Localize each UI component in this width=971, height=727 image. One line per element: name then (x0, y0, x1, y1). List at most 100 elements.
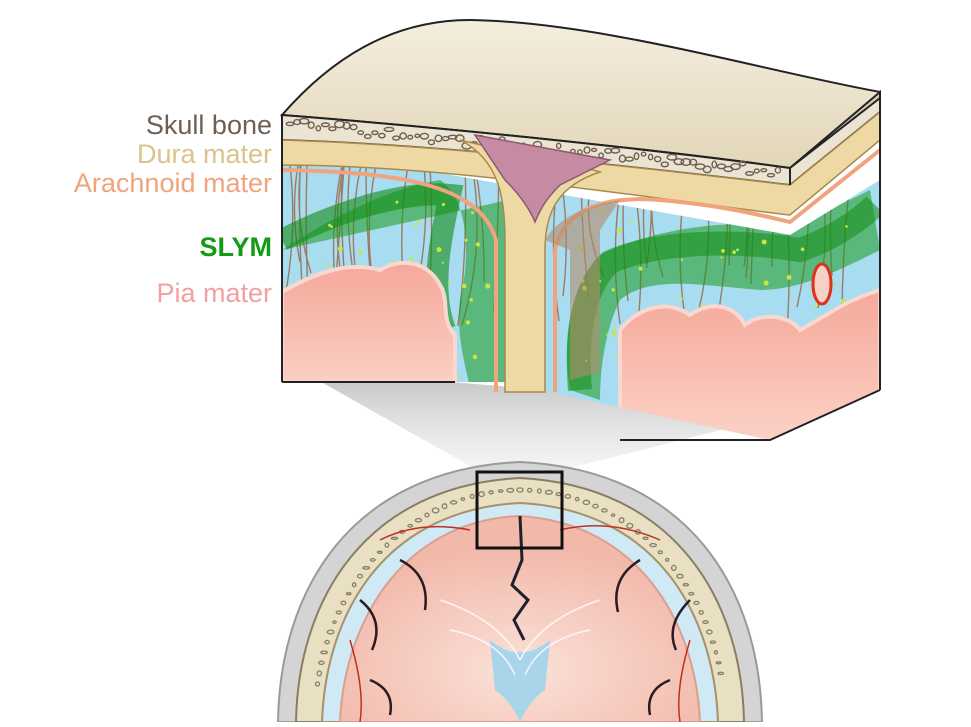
slym-speckle (475, 242, 481, 247)
skull-pore (414, 517, 423, 523)
slym-speckle (454, 319, 457, 322)
skull-pore (376, 550, 383, 554)
skull-pore (536, 488, 542, 494)
skull-pore (713, 650, 719, 655)
skull-pore (709, 640, 717, 644)
skull-pore (351, 582, 357, 588)
slym-speckle (606, 333, 609, 336)
skull-pore (516, 487, 524, 493)
slym-speckle (732, 250, 736, 254)
skull-pore (320, 650, 328, 655)
slym-speckle (328, 223, 332, 227)
bone-pore (610, 147, 621, 154)
skull-pore (424, 512, 430, 518)
skull-pore (564, 493, 572, 499)
slym-speckle (833, 282, 837, 285)
bone-pore (334, 120, 346, 129)
slym-speckle (441, 202, 445, 207)
skull-pore (326, 629, 335, 635)
bone-pore (660, 161, 670, 168)
skull-pore (390, 536, 399, 540)
skull-pore (676, 573, 684, 579)
skull-pore (601, 508, 608, 513)
bone-pore (680, 157, 692, 166)
slym-speckle (464, 238, 468, 242)
bone-pore (392, 135, 401, 141)
skull-pore (642, 536, 649, 541)
slym-speckle (461, 283, 467, 289)
bone-pore (647, 153, 654, 161)
bone-pore (673, 158, 685, 166)
slym-speckle (471, 211, 474, 215)
bone-pore (688, 158, 698, 166)
slym-speckle (786, 275, 792, 280)
skull-pore (657, 550, 663, 555)
trabecula-fibre (419, 164, 427, 273)
skull-pore (441, 503, 448, 510)
slym-speckle (395, 200, 399, 204)
slym-speckle (410, 257, 414, 261)
skull-pore (574, 496, 580, 502)
bone-pore (711, 160, 718, 169)
slym-speckle (337, 246, 343, 252)
bone-pore (583, 146, 591, 154)
slym-speckle (612, 333, 616, 338)
skull-pore (649, 542, 658, 548)
slym-speckle (680, 297, 683, 300)
meninges-block (279, 18, 882, 441)
slym-speckle (630, 220, 633, 224)
trabecula-fibre (293, 164, 301, 263)
skull-pore (706, 629, 713, 635)
skull-pore (335, 610, 342, 615)
skull-pore (332, 620, 337, 624)
bone-pore (454, 134, 465, 143)
skull-pore (702, 620, 709, 625)
bone-pore (774, 166, 782, 174)
skull-pore (431, 507, 440, 514)
skull-pore (526, 487, 533, 493)
slym-speckle (416, 220, 420, 224)
slym-speckle (441, 261, 444, 264)
bone-pore (738, 160, 747, 167)
head-cross-section (276, 460, 764, 723)
slym-speckle (436, 247, 442, 253)
skull-pore (688, 591, 695, 596)
skull-pore (488, 490, 494, 495)
skull-pore (717, 671, 725, 676)
bone-pore (407, 134, 414, 140)
bone-pore (357, 130, 365, 136)
bone-pore (744, 170, 755, 176)
slym-speckle (326, 263, 330, 267)
skull-pore (356, 573, 364, 579)
slym-speckle (611, 328, 617, 333)
bone-pore (383, 126, 395, 133)
skull-pore (324, 639, 330, 645)
bone-pore (590, 147, 598, 153)
inset-box (475, 470, 564, 550)
bone-pore (555, 142, 562, 150)
skull-pore (314, 681, 321, 687)
slym-speckle (638, 266, 643, 271)
skull-pore (610, 513, 616, 517)
bone-pore (427, 139, 436, 146)
skull-pore (618, 517, 625, 524)
slym-speckle (616, 227, 622, 233)
bone-pore (298, 117, 310, 125)
label-arachnoid-mater: Arachnoid mater (73, 168, 272, 198)
slym-speckle (391, 260, 394, 263)
skull-pore (384, 542, 390, 548)
slym-speckle (448, 281, 451, 284)
bone-pore (399, 132, 407, 140)
slym-speckle (330, 225, 333, 228)
label-skull-bone: Skull bone (145, 110, 272, 140)
slym-speckle (680, 258, 683, 261)
skull-pore (626, 522, 634, 529)
skull-pore (497, 489, 504, 493)
skull-pore (682, 583, 690, 587)
bone-pore (447, 134, 458, 140)
skull-pore (715, 661, 722, 665)
bone-pore (414, 133, 421, 139)
bone-pore (640, 151, 647, 157)
slym-speckle (465, 320, 471, 325)
